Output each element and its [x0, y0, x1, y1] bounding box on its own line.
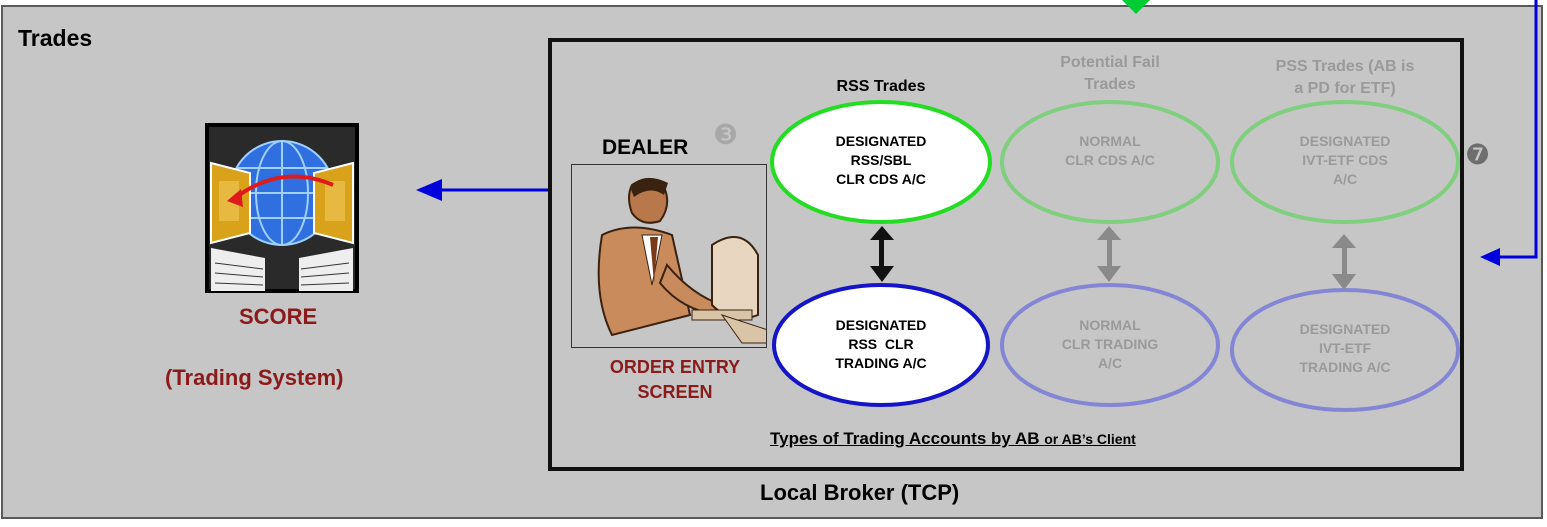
ivt-etf-cds-line-1: DESIGNATED [1299, 133, 1391, 149]
score-label: SCORE [239, 304, 318, 329]
step-3-badge: ❸ [713, 119, 739, 150]
incoming-blue-arrowhead [1480, 248, 1500, 266]
ivt-etf-cds-line-3: A/C [1332, 171, 1358, 187]
rss-trading-oval [772, 283, 990, 407]
rss-cds-line-3: CLR CDS A/C [836, 171, 926, 187]
score-computer-icon [205, 123, 359, 293]
normal-trading-account-text: NORMAL CLR TRADING A/C [1020, 316, 1200, 373]
order-entry-line-2: SCREEN [637, 382, 713, 402]
ivt-etf-trading-line-3: TRADING A/C [1299, 359, 1391, 375]
ivt-etf-cds-line-2: IVT-ETF CDS [1302, 152, 1388, 168]
rss-cds-account-text: DESIGNATED RSS/SBL CLR CDS A/C [791, 132, 971, 189]
potential-fail-header: Potential Fail Trades [1010, 52, 1210, 96]
order-entry-line-1: ORDER ENTRY [609, 357, 741, 377]
normal-double-arrow [1097, 226, 1121, 282]
step-7-badge: ❼ [1465, 139, 1491, 170]
rss-double-arrow [870, 226, 894, 282]
pss-trades-header-line-2: a PD for ETF) [1294, 80, 1396, 97]
rss-cds-line-1: DESIGNATED [835, 133, 927, 149]
ivt-etf-cds-oval [1230, 100, 1460, 224]
normal-trading-line-2: CLR TRADING [1061, 336, 1159, 352]
rss-cds-oval [770, 100, 992, 224]
rss-trading-line-3: TRADING A/C [835, 355, 927, 371]
rss-cds-line-2: RSS/SBL [850, 152, 912, 168]
local-broker-box [548, 38, 1464, 471]
rss-trading-line-1: DESIGNATED [835, 317, 927, 333]
pss-trades-header: PSS Trades (AB is a PD for ETF) [1225, 56, 1465, 100]
panel-title: Trades [18, 25, 93, 51]
ivt-etf-trading-line-2: IVT-ETF [1318, 340, 1372, 356]
normal-trading-line-1: NORMAL [1079, 317, 1141, 333]
rss-trades-header-line-1: RSS Trades [836, 78, 926, 95]
incoming-blue-line [1500, 0, 1538, 259]
potential-fail-header-line-1: Potential Fail [1060, 54, 1160, 71]
normal-cds-oval [1000, 100, 1220, 224]
normal-cds-line-1: NORMAL [1079, 133, 1141, 149]
trading-system-label: (Trading System) [165, 365, 344, 390]
types-label-small: or AB’s Client [1044, 431, 1136, 447]
normal-cds-line-2: CLR CDS A/C [1065, 152, 1155, 168]
ivt-etf-trading-line-1: DESIGNATED [1299, 321, 1391, 337]
types-of-accounts-label: Types of Trading Accounts by AB or AB’s … [770, 429, 1136, 449]
to-score-arrowhead [416, 179, 442, 201]
normal-cds-account-text: NORMAL CLR CDS A/C [1020, 132, 1200, 170]
ivt-etf-trading-account-text: DESIGNATED IVT-ETF TRADING A/C [1255, 320, 1435, 377]
rss-trades-header: RSS Trades [781, 76, 981, 98]
dealer-label: DEALER [602, 136, 689, 159]
pss-trades-header-line-1: PSS Trades (AB is [1275, 58, 1415, 75]
potential-fail-header-line-2: Trades [1084, 76, 1136, 93]
order-entry-screen-label: ORDER ENTRY SCREEN [575, 355, 775, 405]
ivt-etf-cds-account-text: DESIGNATED IVT-ETF CDS A/C [1255, 132, 1435, 189]
ivt-etf-double-arrow [1332, 234, 1356, 290]
ivt-etf-trading-oval [1230, 288, 1460, 412]
normal-trading-oval [1000, 283, 1220, 407]
rss-trading-line-2: RSS CLR [848, 336, 914, 352]
incoming-green-arrow [1122, 0, 1150, 14]
local-broker-label: Local Broker (TCP) [760, 480, 960, 505]
normal-trading-line-3: A/C [1097, 355, 1123, 371]
types-label-main: Types of Trading Accounts by AB [770, 429, 1040, 448]
dealer-clipart-icon [571, 164, 767, 348]
rss-trading-account-text: DESIGNATED RSS CLR TRADING A/C [791, 316, 971, 373]
